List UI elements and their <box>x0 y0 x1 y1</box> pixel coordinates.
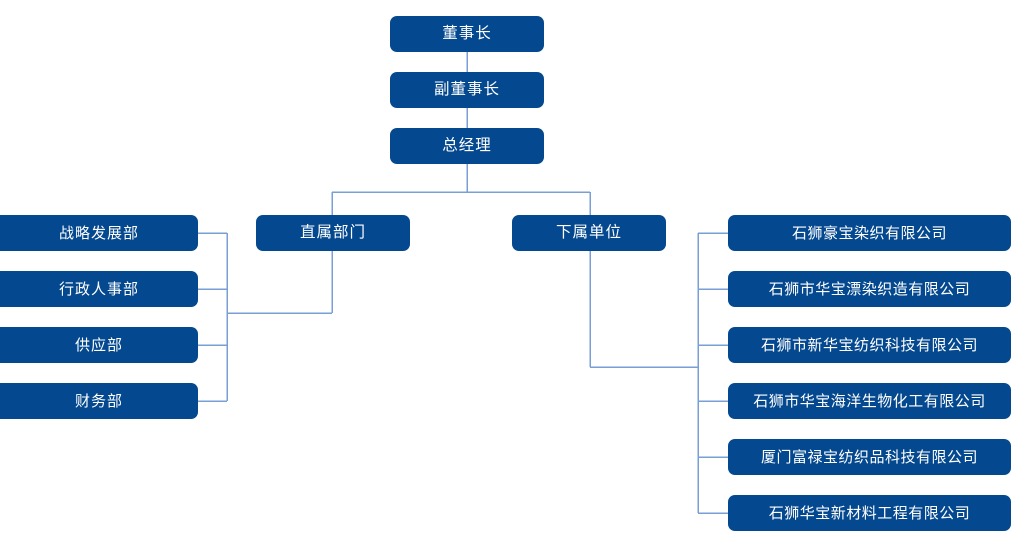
node-department[interactable]: 行政人事部 <box>0 271 198 307</box>
node-department-label: 供应部 <box>74 336 123 354</box>
node-general-manager-label: 总经理 <box>442 137 492 155</box>
node-company-label: 石狮华宝新材料工程有限公司 <box>768 504 971 522</box>
node-subordinate-units-label: 下属单位 <box>555 224 622 242</box>
node-company[interactable]: 石狮华宝新材料工程有限公司 <box>728 495 1011 531</box>
node-department-label: 财务部 <box>74 392 123 410</box>
node-chairman-label: 董事长 <box>442 25 492 43</box>
node-direct-departments[interactable]: 直属部门 <box>256 215 410 251</box>
node-general-manager[interactable]: 总经理 <box>390 128 544 164</box>
node-company[interactable]: 石狮市华宝海洋生物化工有限公司 <box>728 383 1011 419</box>
node-company-label: 石狮市新华宝纺织科技有限公司 <box>760 336 978 354</box>
node-department-label: 战略发展部 <box>58 224 139 242</box>
node-company-label: 厦门富禄宝纺织品科技有限公司 <box>760 448 978 466</box>
node-company[interactable]: 石狮市华宝漂染织造有限公司 <box>728 271 1011 307</box>
node-vice-chairman-label: 副董事长 <box>433 81 500 99</box>
node-department[interactable]: 战略发展部 <box>0 215 198 251</box>
node-chairman[interactable]: 董事长 <box>390 16 544 52</box>
node-direct-departments-label: 直属部门 <box>299 224 366 242</box>
node-department-label: 行政人事部 <box>58 280 139 298</box>
node-company-label: 石狮市华宝海洋生物化工有限公司 <box>753 392 986 410</box>
node-company[interactable]: 厦门富禄宝纺织品科技有限公司 <box>728 439 1011 475</box>
node-company[interactable]: 石狮豪宝染织有限公司 <box>728 215 1011 251</box>
node-company-label: 石狮市华宝漂染织造有限公司 <box>768 280 971 298</box>
node-department[interactable]: 财务部 <box>0 383 198 419</box>
node-company-label: 石狮豪宝染织有限公司 <box>791 224 947 242</box>
node-department[interactable]: 供应部 <box>0 327 198 363</box>
node-vice-chairman[interactable]: 副董事长 <box>390 72 544 108</box>
node-subordinate-units[interactable]: 下属单位 <box>512 215 666 251</box>
node-company[interactable]: 石狮市新华宝纺织科技有限公司 <box>728 327 1011 363</box>
